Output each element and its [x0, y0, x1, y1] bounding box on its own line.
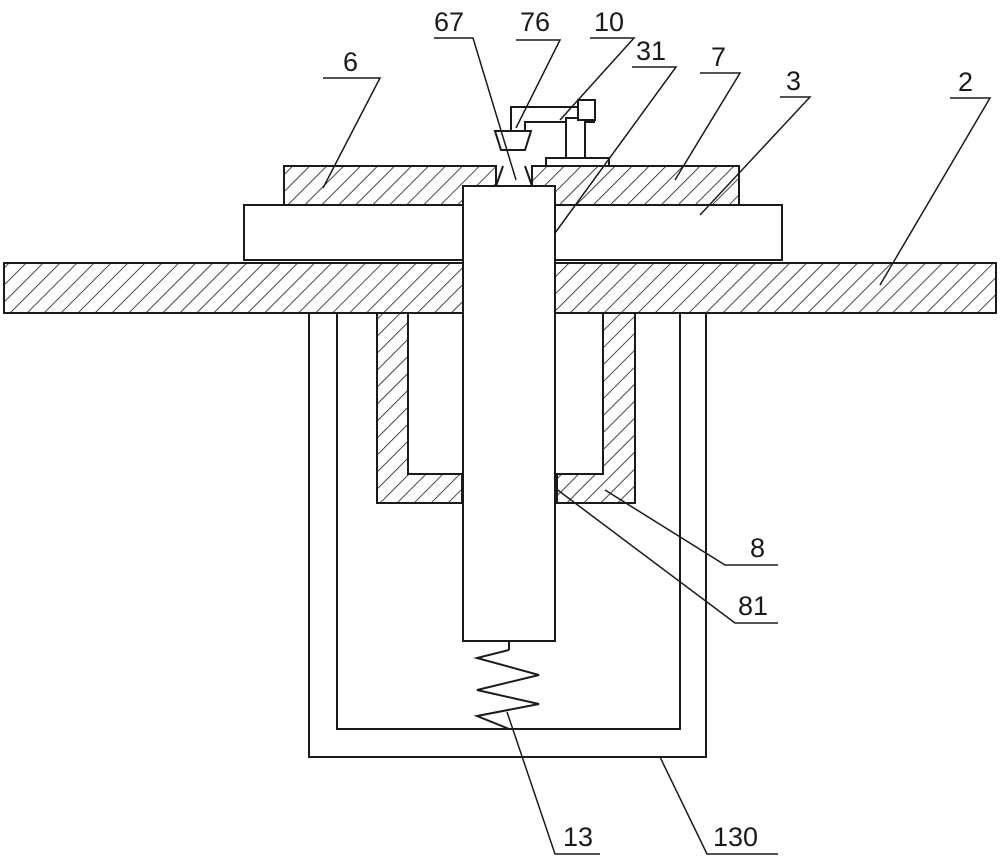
leader-2 [879, 97, 992, 286]
leader-8 [604, 489, 778, 566]
callout-13: 13 [563, 822, 593, 852]
callout-3: 3 [786, 66, 801, 96]
callout-67: 67 [434, 7, 464, 37]
leader-3 [699, 96, 812, 216]
callout-6: 6 [343, 47, 358, 77]
arm-post-cap [577, 99, 596, 121]
callout-2: 2 [958, 67, 973, 97]
leader-6 [322, 77, 382, 189]
callout-8: 8 [750, 533, 765, 563]
leader-31 [554, 66, 678, 234]
callout-130: 130 [713, 822, 758, 852]
slot-notch [495, 165, 533, 187]
arm-base [545, 157, 610, 167]
callout-31: 31 [636, 36, 666, 66]
top-plate-right [531, 165, 740, 206]
leader-81 [554, 487, 778, 624]
spring [473, 649, 540, 730]
top-plate-left [283, 165, 497, 206]
central-shaft [462, 185, 556, 642]
callout-10: 10 [594, 7, 624, 37]
bracket-right [556, 312, 636, 504]
callout-76: 76 [520, 7, 550, 37]
arm-column [565, 117, 586, 159]
callout-81: 81 [738, 591, 768, 621]
leader-130 [659, 756, 778, 855]
leader-13 [506, 711, 600, 855]
leader-7 [674, 72, 742, 181]
leader-76 [515, 39, 562, 129]
callout-7: 7 [711, 42, 726, 72]
nozzle-cone [493, 130, 533, 151]
leader-67 [434, 37, 517, 181]
leader-10 [559, 37, 636, 121]
